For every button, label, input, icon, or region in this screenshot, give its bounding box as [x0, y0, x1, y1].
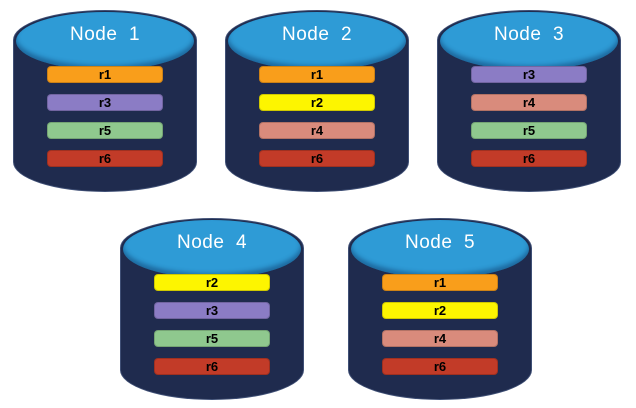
- replica-bar: r2: [259, 94, 375, 111]
- node-title: Node 5: [404, 232, 476, 253]
- replica-bar: r6: [471, 150, 587, 167]
- node-title: Node 1: [69, 24, 141, 45]
- replica-bar: r4: [471, 94, 587, 111]
- cylinder-top-face: [228, 12, 406, 70]
- replica-list: r1 r3 r5 r6: [13, 66, 197, 167]
- replica-bar: r4: [259, 122, 375, 139]
- cylinder-top-face: [16, 12, 194, 70]
- node-title: Node 2: [281, 24, 353, 45]
- replica-bar: r5: [154, 330, 270, 347]
- replica-bar: r6: [154, 358, 270, 375]
- node-title: Node 3: [493, 24, 565, 45]
- node-title: Node 4: [176, 232, 248, 253]
- node-cylinder-2: Node 2 r1 r2 r4 r6: [225, 10, 409, 192]
- replica-bar: r2: [154, 274, 270, 291]
- replica-bar: r2: [382, 302, 498, 319]
- replica-bar: r1: [47, 66, 163, 83]
- replica-bar: r3: [154, 302, 270, 319]
- node-row-bottom: Node 4 r2 r3 r5 r6 Node 5 r1 r2 r4 r6: [120, 218, 532, 400]
- replica-bar: r1: [382, 274, 498, 291]
- replica-list: r2 r3 r5 r6: [120, 274, 304, 375]
- replica-bar: r5: [471, 122, 587, 139]
- node-cylinder-5: Node 5 r1 r2 r4 r6: [348, 218, 532, 400]
- node-row-top: Node 1 r1 r3 r5 r6 Node 2 r1 r2 r4 r6 No…: [13, 10, 621, 192]
- replica-bar: r6: [382, 358, 498, 375]
- cylinder-top-face: [351, 220, 529, 278]
- replica-bar: r6: [47, 150, 163, 167]
- replica-bar: r1: [259, 66, 375, 83]
- replica-list: r1 r2 r4 r6: [225, 66, 409, 167]
- node-cylinder-3: Node 3 r3 r4 r5 r6: [437, 10, 621, 192]
- replica-bar: r6: [259, 150, 375, 167]
- replica-bar: r3: [47, 94, 163, 111]
- cylinder-top-face: [440, 12, 618, 70]
- replica-bar: r3: [471, 66, 587, 83]
- node-cylinder-1: Node 1 r1 r3 r5 r6: [13, 10, 197, 192]
- node-cylinder-4: Node 4 r2 r3 r5 r6: [120, 218, 304, 400]
- cylinder-top-face: [123, 220, 301, 278]
- replica-list: r3 r4 r5 r6: [437, 66, 621, 167]
- replica-bar: r5: [47, 122, 163, 139]
- replica-bar: r4: [382, 330, 498, 347]
- replica-list: r1 r2 r4 r6: [348, 274, 532, 375]
